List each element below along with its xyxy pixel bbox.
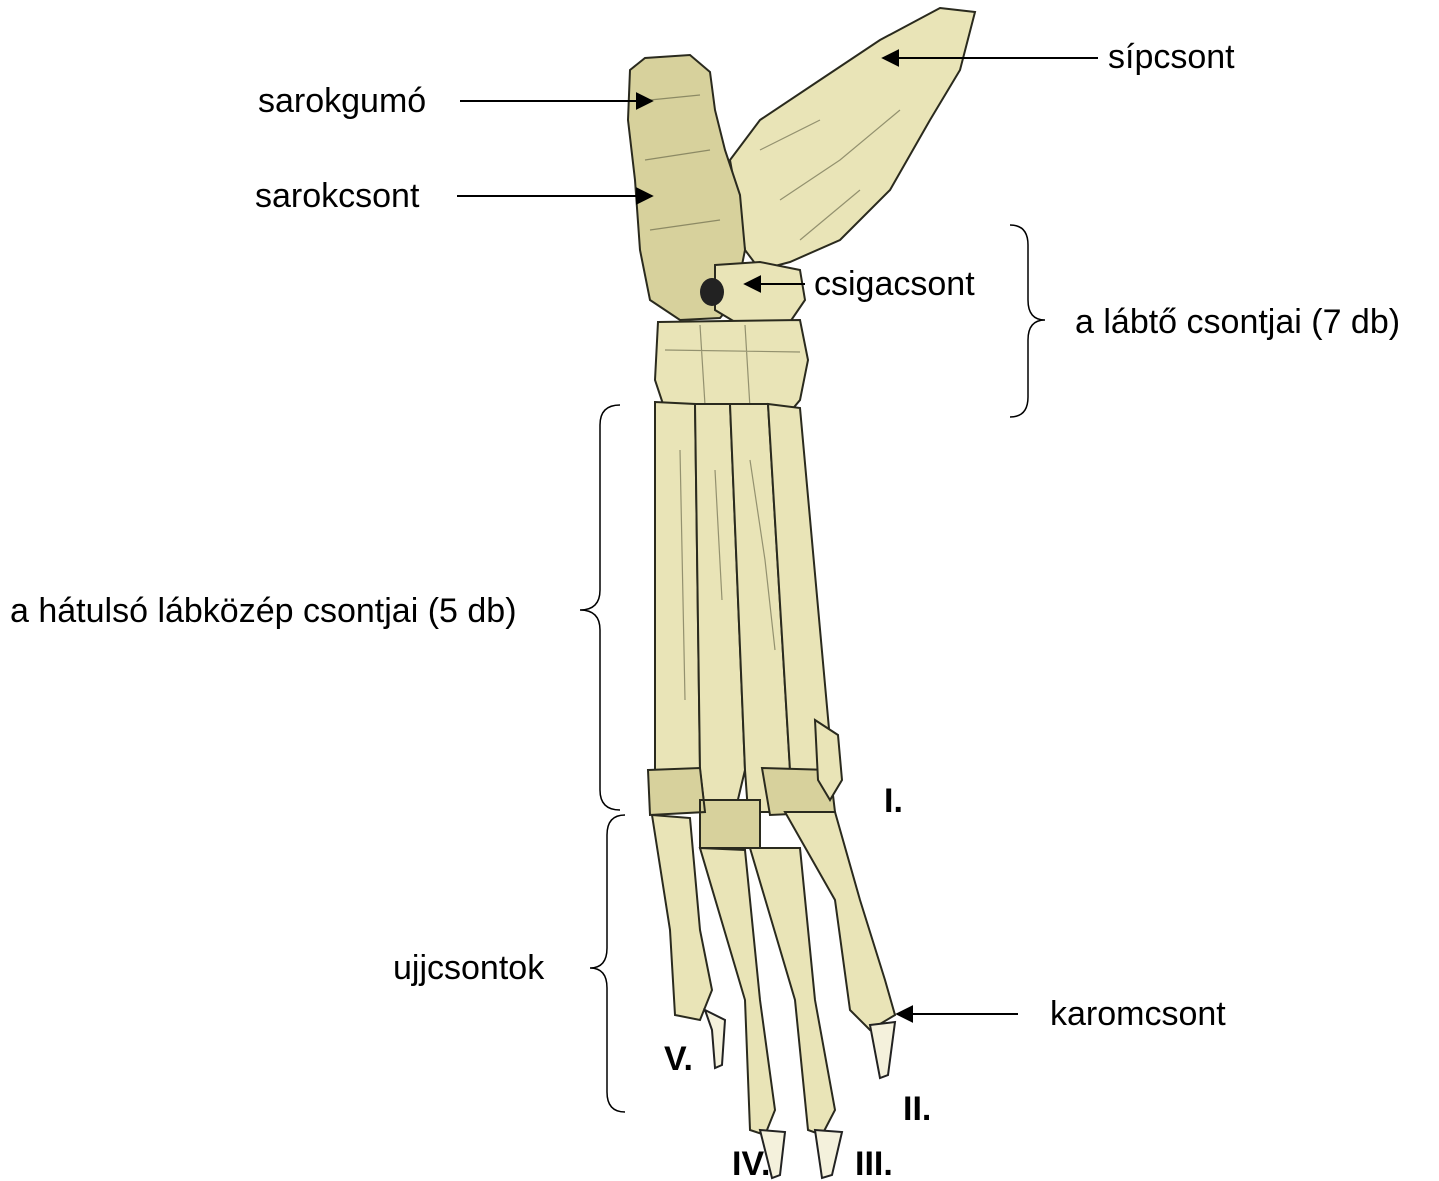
bone-illustration (628, 8, 975, 1178)
tibia-bone (730, 8, 975, 270)
label-labkozep: a hátulsó lábközép csontjai (5 db) (10, 592, 517, 630)
claw-2 (870, 1022, 895, 1078)
tarsal-bones (655, 320, 808, 412)
label-csigacsont: csigacsont (814, 265, 975, 303)
digit-label-1: I. (884, 782, 903, 820)
label-sarokcsont: sarokcsont (255, 177, 420, 215)
ujjcsontok-brace (590, 815, 625, 1112)
digit-label-5: V. (664, 1040, 693, 1078)
digit-label-2: II. (903, 1090, 931, 1128)
label-labto: a lábtő csontjai (7 db) (1075, 303, 1400, 341)
label-ujjcsontok: ujjcsontok (393, 949, 545, 987)
label-sipcsont: sípcsont (1108, 38, 1235, 76)
claw-3 (815, 1130, 842, 1178)
digit-label-3: III. (855, 1145, 893, 1181)
labto-brace (1010, 225, 1045, 417)
labkozep-brace (580, 405, 620, 810)
label-karomcsont: karomcsont (1050, 995, 1226, 1033)
digit-label-4: IV. (732, 1145, 770, 1181)
talus-bone (715, 262, 805, 325)
claw-5 (705, 1010, 725, 1068)
label-sarokgumo: sarokgumó (258, 82, 426, 120)
metatarsal-5 (655, 402, 700, 810)
